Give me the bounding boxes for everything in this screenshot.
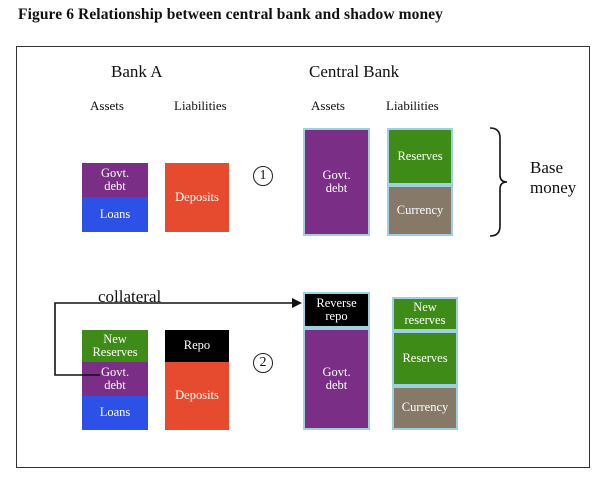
step2-cb-reserves: Reserves [392,331,458,386]
bank-a-liabilities-label: Liabilities [174,98,227,113]
step1-bank-a-loans: Loans [82,197,148,232]
step1-cb-govt-debt: Govt. debt [303,128,370,236]
figure-title: Figure 6 Relationship between central ba… [18,6,444,23]
step2-marker: 2 [253,353,273,373]
step2-bank-a-govt-debt: Govt. debt [82,362,148,396]
step2-bank-a-repo: Repo [165,330,229,362]
step2-cb-reverse-repo: Reverse repo [303,292,370,328]
cb-assets-label: Assets [311,98,345,113]
collateral-label: collateral [98,287,162,306]
bank-a-header: Bank A [111,62,163,81]
step1-cb-reserves: Reserves [387,128,453,185]
step1-bank-a-govt-debt: Govt. debt [82,163,148,197]
step1-cb-currency: Currency [387,185,453,236]
bank-a-assets-label: Assets [90,98,124,113]
step2-cb-new-reserves: New reserves [392,297,458,331]
step2-bank-a-deposits: Deposits [165,362,229,430]
diagram-frame [16,46,590,468]
step2-bank-a-new-reserves: New Reserves [82,330,148,362]
step2-bank-a-loans: Loans [82,396,148,430]
central-bank-header: Central Bank [309,62,400,81]
cb-liabilities-label: Liabilities [386,98,439,113]
step2-cb-govt-debt: Govt. debt [303,328,370,430]
step1-bank-a-deposits: Deposits [165,163,229,232]
step1-marker: 1 [253,166,273,186]
base-money-label: Base money [530,158,577,197]
step2-cb-currency: Currency [392,386,458,430]
